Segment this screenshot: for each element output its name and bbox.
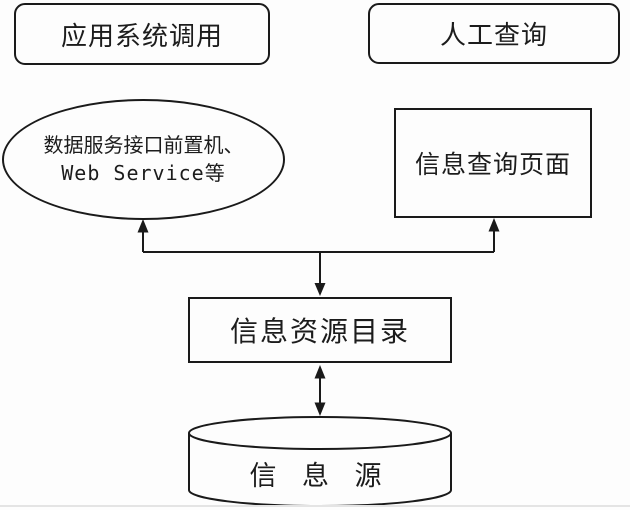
node-frontend-ellipse: 数据服务接口前置机、 Web Service等 xyxy=(2,99,285,220)
bottom-border-line xyxy=(0,505,630,507)
node-manual-query: 人工查询 xyxy=(368,3,620,64)
node-source-label: 信 息 源 xyxy=(249,461,391,491)
catalog-source-double-arrow xyxy=(314,365,326,416)
arrow-to-catalog-head xyxy=(314,283,326,296)
node-catalog-label: 信息资源目录 xyxy=(229,316,410,347)
branch-connector xyxy=(137,218,500,296)
arrow-to-query-page-head xyxy=(488,218,500,232)
arrow-to-frontend-head xyxy=(137,219,149,233)
cylinder-shape xyxy=(188,416,452,507)
node-source-cylinder: 信 息 源 xyxy=(186,414,454,510)
node-query-page-label: 信息查询页面 xyxy=(414,151,571,179)
double-arrow-up-head xyxy=(314,365,326,379)
node-frontend-label-line1: 数据服务接口前置机、 xyxy=(43,134,244,157)
node-manual-query-label: 人工查询 xyxy=(439,20,548,50)
node-frontend-label-line2: Web Service等 xyxy=(61,160,226,185)
node-app-call-label: 应用系统调用 xyxy=(60,20,223,51)
cylinder-top xyxy=(188,416,452,450)
node-query-page: 信息查询页面 xyxy=(394,108,592,218)
node-app-call: 应用系统调用 xyxy=(14,3,270,65)
node-catalog: 信息资源目录 xyxy=(188,297,452,363)
